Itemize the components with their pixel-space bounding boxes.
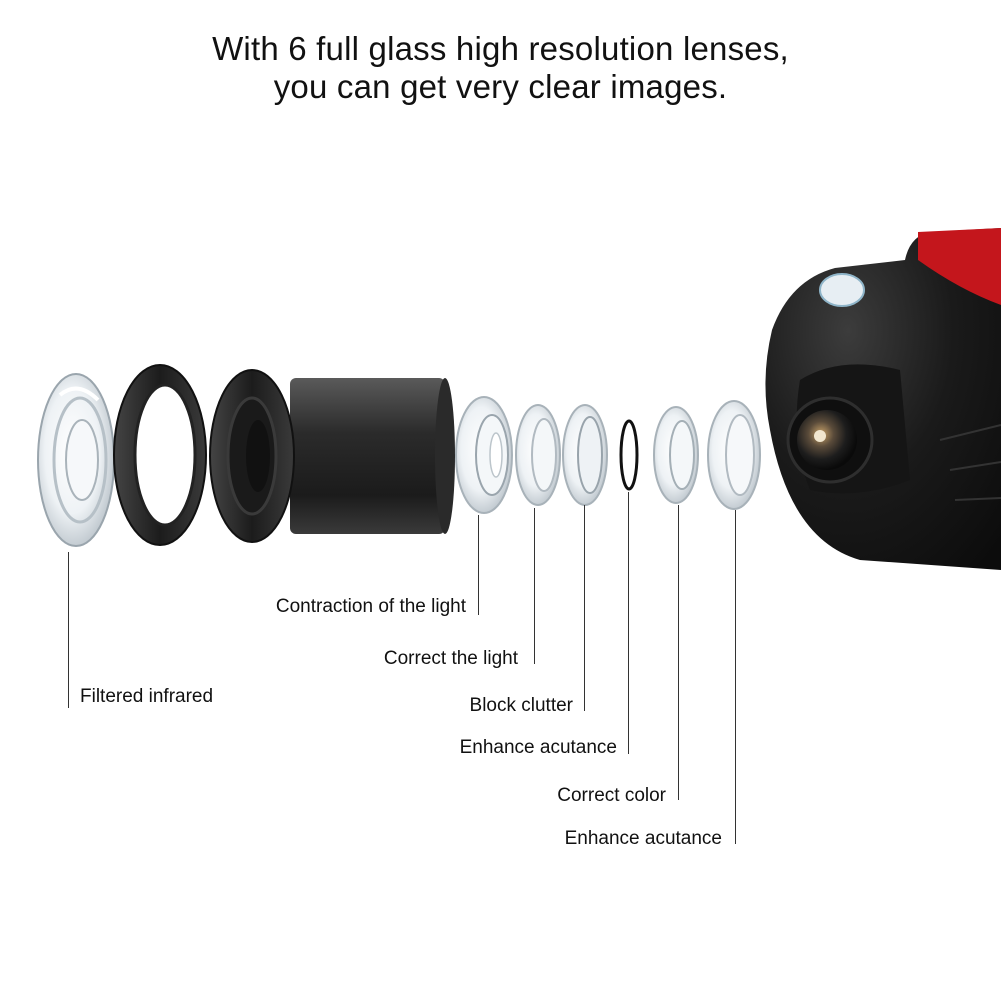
lens-barrel (209, 369, 455, 543)
leader-correct-color (678, 505, 679, 800)
lens-element-6 (707, 400, 761, 510)
label-contraction-of-the-light: Contraction of the light (275, 596, 466, 617)
leader-enhance-acutance-1 (628, 492, 629, 754)
label-correct-the-light: Correct the light (383, 648, 518, 669)
label-enhance-acutance-1: Enhance acutance (459, 737, 617, 758)
dash-camera-body (765, 228, 1001, 570)
headline-line-2: you can get very clear images. (273, 68, 728, 105)
label-block-clutter: Block clutter (469, 695, 573, 716)
camera-lens-eye-icon (797, 410, 857, 470)
retaining-ring (113, 364, 207, 546)
label-correct-color: Correct color (557, 785, 666, 806)
leader-filtered-infrared (68, 552, 69, 708)
spacer-ring (619, 419, 639, 491)
sticker-seal-icon (819, 273, 865, 307)
leader-block-clutter (584, 505, 585, 711)
lens-element-2 (515, 404, 561, 506)
adhesive-mount-pad (918, 228, 1001, 305)
leader-enhance-acutance-2 (735, 510, 736, 844)
leader-correct-the-light (534, 508, 535, 664)
headline-line-1: With 6 full glass high resolution lenses… (212, 30, 789, 67)
leader-contraction-of-the-light (478, 515, 479, 615)
ir-filter-lens (37, 373, 115, 547)
label-filtered-infrared: Filtered infrared (80, 686, 214, 707)
lens-element-1 (455, 396, 513, 514)
label-enhance-acutance-2: Enhance acutance (564, 828, 722, 849)
lens-element-3 (562, 404, 608, 506)
lens-element-5 (653, 406, 699, 504)
